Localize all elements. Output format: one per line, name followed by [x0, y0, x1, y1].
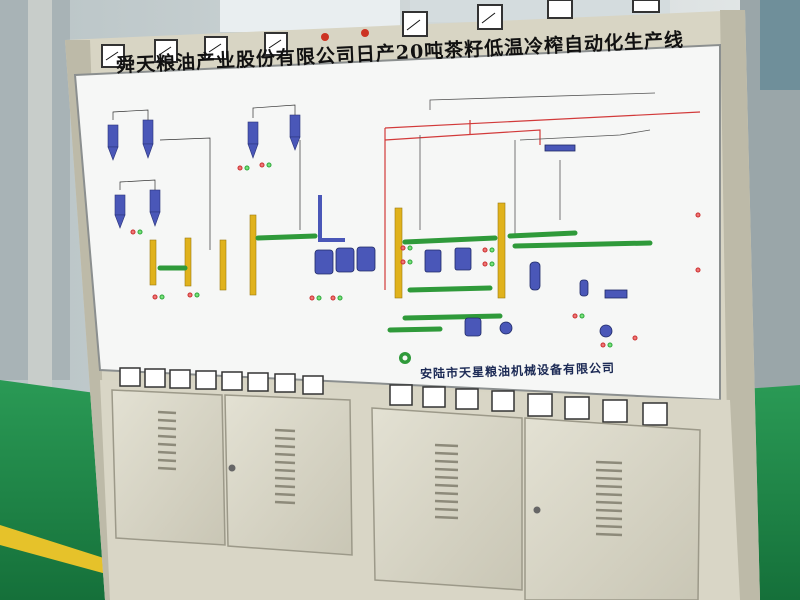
vent-louver-icon [274, 428, 296, 505]
screw-conveyors [157, 230, 653, 333]
return-lines [419, 92, 656, 235]
vent-louver-icon [595, 460, 623, 537]
indicator-lamp-icon [361, 29, 369, 37]
process-mimic-board [73, 43, 721, 402]
indicator-lamp-icon [321, 33, 329, 41]
steam-lines [384, 111, 701, 290]
lower-right-gauges [389, 384, 668, 426]
lower-left-gauges [119, 367, 324, 395]
analog-gauge-icon [101, 44, 125, 68]
top-gauge-row [101, 0, 660, 68]
door-lock-icon [228, 464, 236, 472]
board-indicator-lamps [130, 162, 701, 348]
process-tanks [424, 144, 628, 338]
analog-gauge-icon [264, 32, 288, 56]
analog-gauge-icon [477, 4, 503, 30]
vent-louver-icon [157, 410, 177, 471]
lower-cabinet [100, 367, 740, 600]
door-lock-icon [533, 506, 541, 514]
analog-gauge-icon [204, 36, 228, 60]
bucket-elevators [149, 202, 506, 299]
vent-louver-icon [434, 443, 459, 520]
analog-gauge-icon [547, 0, 573, 19]
oil-press-bank [314, 246, 376, 275]
analog-gauge-icon [154, 39, 178, 63]
analog-gauge-icon [402, 11, 428, 37]
cyclone-group [107, 114, 301, 229]
analog-gauge-icon [632, 0, 660, 13]
company-logo-icon [399, 352, 411, 364]
